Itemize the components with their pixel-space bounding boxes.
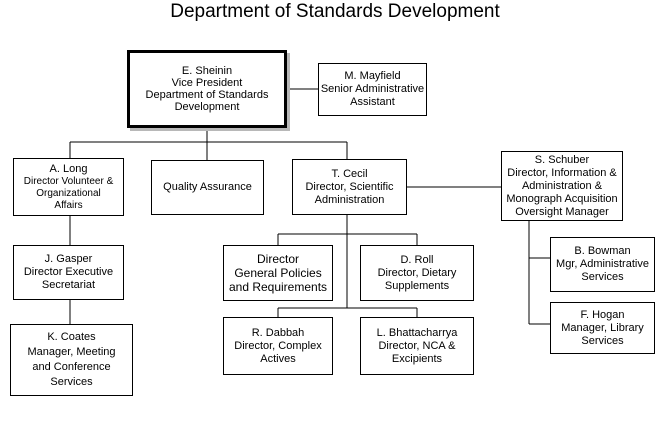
box-director-volunteer-affairs: A. Long Director Volunteer & Organizatio… — [13, 158, 124, 216]
box-senior-admin-assistant: M. Mayfield Senior Administrative Assist… — [318, 63, 427, 116]
box-manager-meeting-services: K. Coates Manager, Meeting and Conferenc… — [10, 324, 133, 396]
box-director-information-administration: S. Schuber Director, Information & Admin… — [501, 151, 623, 221]
box-manager-administrative-services: B. Bowman Mgr, Administrative Services — [550, 237, 655, 292]
box-vice-president: E. Sheinin Vice President Department of … — [127, 50, 287, 128]
box-manager-library-services: F. Hogan Manager, Library Services — [550, 302, 655, 354]
chart-title: Department of Standards Development — [170, 1, 500, 22]
box-quality-assurance: Quality Assurance — [151, 160, 264, 215]
box-director-general-policies: Director General Policies and Requiremen… — [223, 245, 333, 301]
box-director-dietary-supplements: D. Roll Director, Dietary Supplements — [360, 245, 474, 301]
box-director-complex-actives: R. Dabbah Director, Complex Actives — [223, 317, 333, 375]
box-director-scientific-administration: T. Cecil Director, Scientific Administra… — [292, 159, 407, 215]
box-director-nca-excipients: L. Bhattacharrya Director, NCA & Excipie… — [360, 317, 474, 375]
box-director-executive-secretariat: J. Gasper Director Executive Secretariat — [13, 245, 124, 300]
